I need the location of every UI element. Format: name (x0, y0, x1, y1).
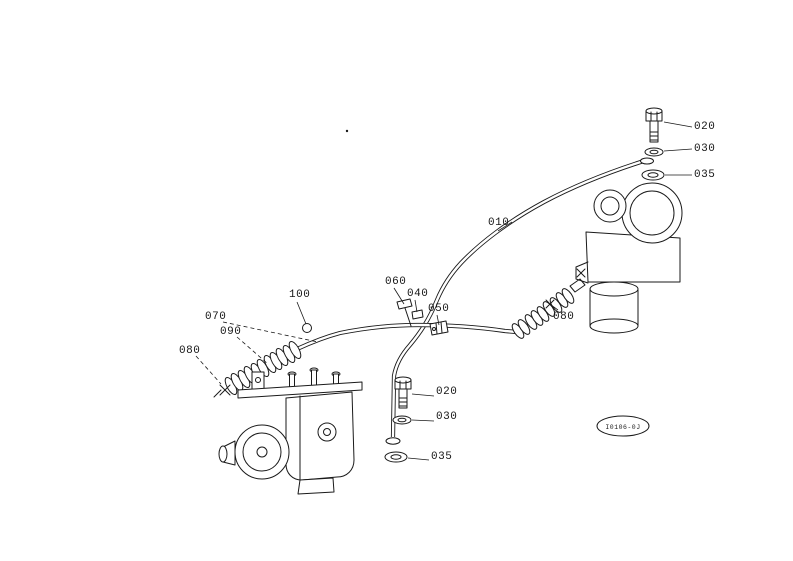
washer-035-bottom-drawing (384, 451, 408, 463)
washer-035-top-drawing (641, 169, 665, 181)
coil-hose-left-drawing (224, 340, 302, 396)
callout-030-bottom: 030 (436, 411, 458, 423)
callout-035-bottom: 035 (431, 451, 453, 463)
callout-080-right: 080 (553, 311, 575, 323)
bolt-020-top-drawing (645, 107, 663, 143)
artifact-dot (345, 129, 349, 133)
callout-035-top: 035 (694, 169, 716, 181)
washer-030-top-drawing (644, 147, 664, 157)
callout-040: 040 (407, 288, 429, 300)
pipe-flange-top-drawing (640, 157, 654, 165)
callout-050: 050 (428, 303, 450, 315)
callout-020-top: 020 (694, 121, 716, 133)
hose-line-drawing (230, 295, 569, 387)
callout-080-left: 080 (179, 345, 201, 357)
hose-clamp-left-drawing (213, 384, 231, 398)
bolt-020-bottom-drawing (394, 376, 412, 409)
steering-unit-drawing (575, 182, 683, 334)
callout-030-top: 030 (694, 143, 716, 155)
pump-assembly-drawing (218, 367, 363, 495)
pipe-flange-bottom-drawing (385, 437, 401, 445)
coil-hose-right-drawing (511, 278, 586, 339)
callout-020-bottom: 020 (436, 386, 458, 398)
leader-lines (195, 121, 693, 461)
clamp-040-drawing (411, 309, 424, 320)
callout-060: 060 (385, 276, 407, 288)
clip-ring-100-drawing (302, 323, 312, 333)
callout-100: 100 (289, 289, 311, 301)
callout-010: 010 (488, 217, 510, 229)
callout-070: 070 (205, 311, 227, 323)
clamp-060-drawing (396, 298, 413, 327)
pipe-010-drawing (390, 157, 648, 438)
clamp-050-drawing (429, 320, 449, 336)
washer-030-bottom-drawing (392, 415, 412, 425)
callout-090: 090 (220, 326, 242, 338)
catalog-stamp-text: I0106-0J (605, 424, 640, 431)
catalog-stamp: I0106-0J (596, 415, 650, 437)
